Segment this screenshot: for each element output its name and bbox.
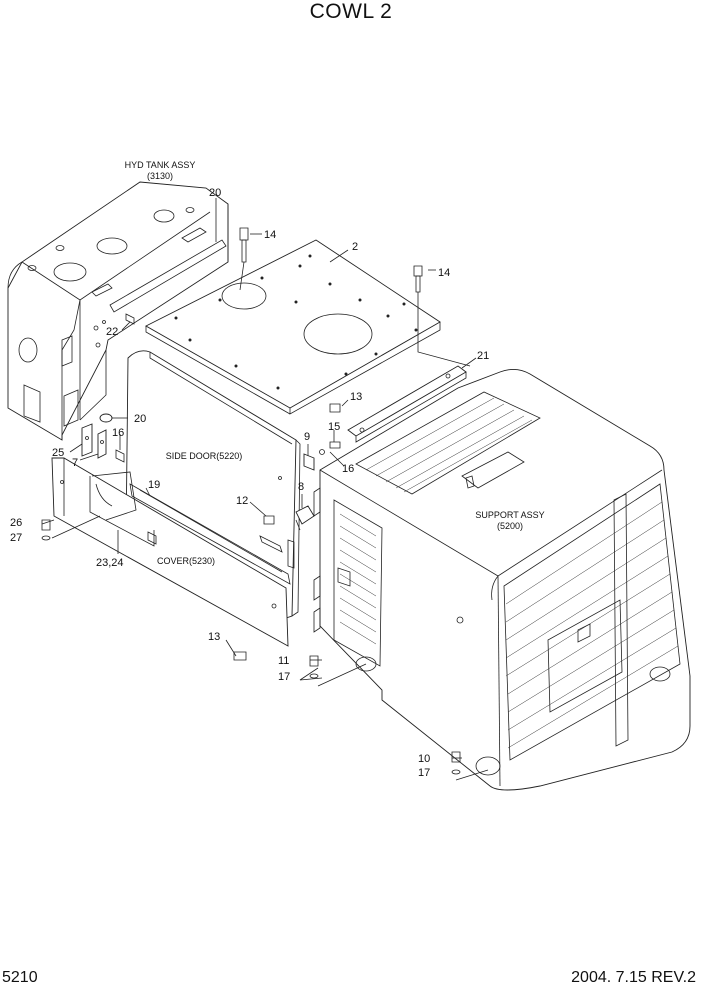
callout: 17 [278, 671, 290, 683]
hyd-tank-label: HYD TANK ASSY [125, 160, 196, 170]
callout: 9 [304, 431, 310, 443]
leader-lines [41, 198, 489, 781]
page-title: COWL 2 [309, 0, 393, 23]
callout: 10 [418, 753, 430, 765]
callout: 26 [10, 517, 22, 529]
callout: 15 [328, 421, 340, 433]
callout: 17 [418, 767, 430, 779]
cover-label: COVER(5230) [157, 556, 215, 566]
top-plate [145, 239, 441, 415]
callout: 19 [148, 479, 160, 491]
small-parts [41, 227, 461, 775]
callout: 13 [208, 631, 220, 643]
callout: 25 [52, 447, 64, 459]
callout: 14 [438, 267, 450, 279]
assembly-labels: HYD TANK ASSY (3130) SIDE DOOR(5220) SUP… [125, 160, 545, 566]
callout: 22 [106, 326, 118, 338]
callout: 16 [342, 463, 354, 475]
callout-numbers: 20 14 2 14 22 21 13 20 16 25 7 9 15 16 1… [10, 187, 489, 779]
hyd-tank-code: (3130) [147, 171, 173, 181]
callout: 23,24 [96, 557, 124, 569]
callout: 16 [112, 427, 124, 439]
support-assembly [313, 369, 691, 791]
callout: 20 [134, 413, 146, 425]
bar-21 [347, 365, 467, 443]
support-code: (5200) [497, 521, 523, 531]
callout: 8 [298, 481, 304, 493]
cover-5230 [51, 457, 291, 647]
callout: 20 [209, 187, 221, 199]
callout: 7 [72, 457, 78, 469]
side-door-label: SIDE DOOR(5220) [166, 451, 243, 461]
revision-date: 2004. 7.15 REV.2 [571, 969, 696, 986]
hyd-tank-assembly [7, 181, 229, 441]
callout: 12 [236, 495, 248, 507]
callout: 27 [10, 532, 22, 544]
callout: 13 [350, 391, 362, 403]
callout: 21 [477, 350, 489, 362]
callout: 11 [278, 655, 289, 667]
callout: 2 [352, 241, 358, 253]
callout: 14 [264, 229, 276, 241]
page-number: 5210 [2, 969, 38, 986]
support-label: SUPPORT ASSY [475, 510, 544, 520]
